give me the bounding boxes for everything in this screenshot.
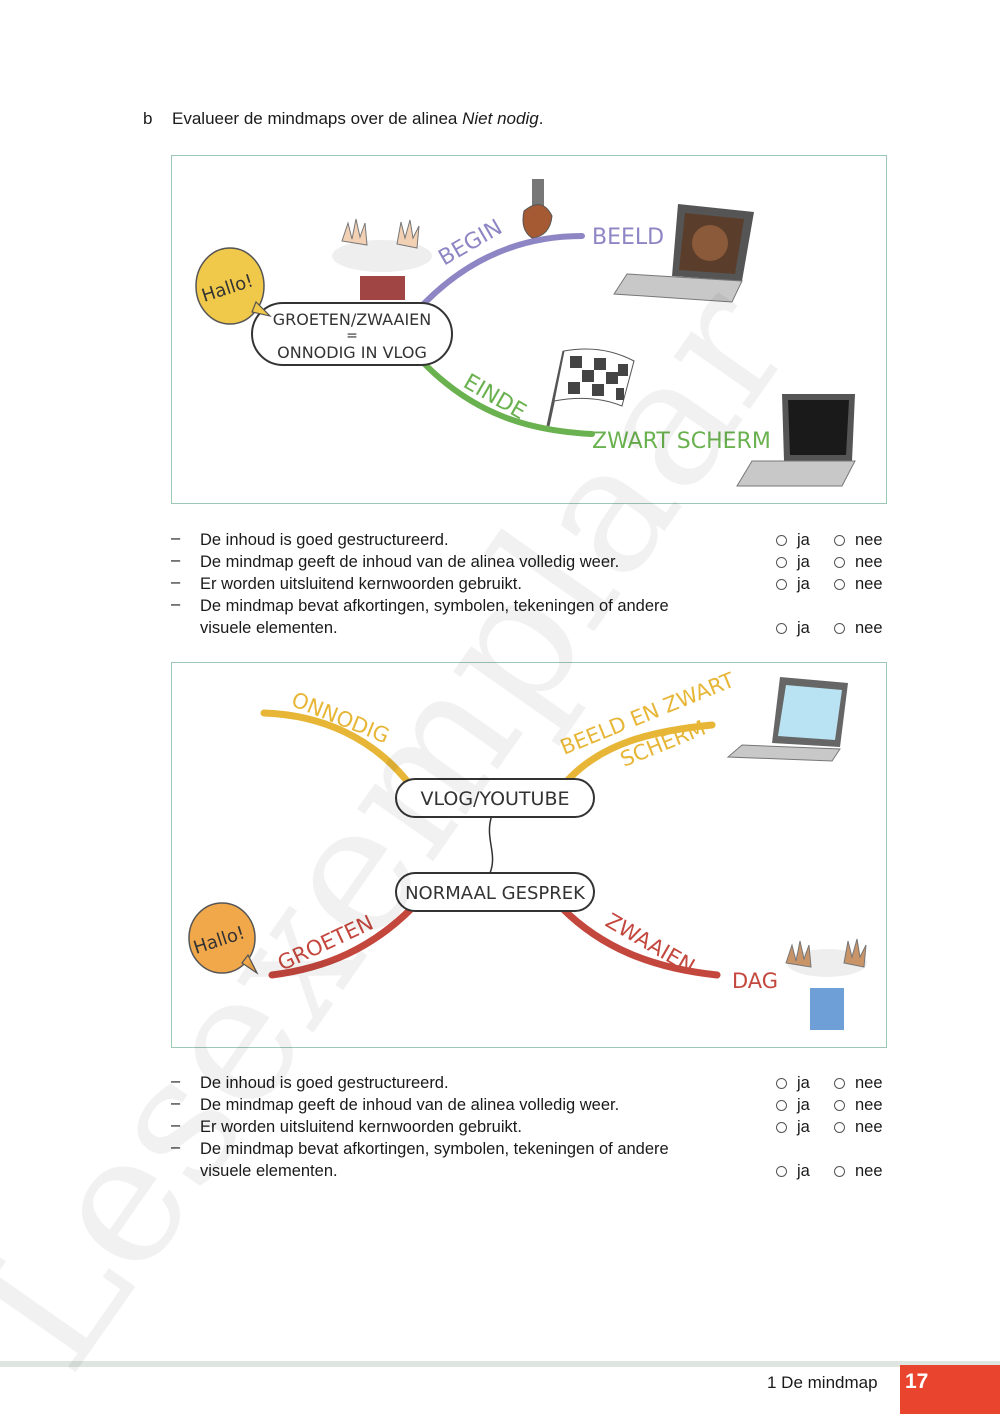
statement: De mindmap bevat afkortingen, symbolen, … bbox=[200, 1140, 669, 1180]
radio-button-icon[interactable] bbox=[776, 556, 787, 568]
option-ja[interactable]: ja bbox=[776, 617, 810, 639]
statement: De mindmap bevat afkortingen, symbolen, … bbox=[200, 597, 669, 637]
laptop-icon bbox=[726, 677, 848, 762]
checklist-row: – De inhoud is goed gestructureerd. ja n… bbox=[171, 529, 883, 551]
speech-bubble-icon: Hallo! bbox=[188, 902, 259, 975]
checklist-2: – De inhoud is goed gestructureerd. ja n… bbox=[171, 1072, 887, 1182]
checklist-row: – De inhoud is goed gestructureerd. ja n… bbox=[171, 1072, 883, 1094]
checklist-row: – De mindmap geeft de inhoud van de alin… bbox=[171, 551, 883, 573]
radio-button-icon[interactable] bbox=[776, 1121, 787, 1133]
question-text: Evalueer de mindmaps over de alinea Niet… bbox=[172, 109, 544, 128]
radio-button-icon[interactable] bbox=[776, 1165, 787, 1177]
option-nee[interactable]: nee bbox=[834, 529, 883, 551]
node-gesprek-label: NORMAAL GESPREK bbox=[405, 883, 586, 904]
branch-einde bbox=[414, 353, 595, 437]
radio-button-icon[interactable] bbox=[776, 1077, 787, 1089]
radio-button-icon[interactable] bbox=[776, 534, 787, 546]
question-label: b bbox=[143, 109, 153, 128]
radio-button-icon[interactable] bbox=[776, 622, 787, 634]
center-line2: ONNODIG IN VLOG bbox=[277, 343, 427, 362]
checklist-1: – De inhoud is goed gestructureerd. ja n… bbox=[171, 529, 887, 639]
node-vlog bbox=[395, 778, 595, 818]
speech-bubble-icon: Hallo! bbox=[195, 247, 272, 325]
radio-button-icon[interactable] bbox=[834, 622, 845, 634]
option-ja[interactable]: ja bbox=[776, 573, 810, 595]
branch-begin bbox=[414, 233, 585, 314]
option-nee[interactable]: nee bbox=[834, 573, 883, 595]
branch-groeten bbox=[268, 904, 416, 979]
branch-dag-label: DAG bbox=[732, 969, 778, 993]
waving-hands-icon bbox=[785, 938, 867, 1030]
checklist-row: – De mindmap bevat afkortingen, symbolen… bbox=[171, 595, 883, 639]
radio-button-icon[interactable] bbox=[834, 534, 845, 546]
option-nee[interactable]: nee bbox=[834, 1160, 883, 1182]
option-nee[interactable]: nee bbox=[834, 551, 883, 573]
option-nee[interactable]: nee bbox=[834, 1072, 883, 1094]
option-ja[interactable]: ja bbox=[776, 551, 810, 573]
center-node bbox=[251, 302, 453, 366]
checkered-flag-icon bbox=[546, 348, 635, 427]
radio-button-icon[interactable] bbox=[834, 556, 845, 568]
center-line1: GROETEN/ZWAAIEN bbox=[273, 310, 432, 329]
statement: De mindmap geeft de inhoud van de alinea… bbox=[200, 553, 620, 571]
option-nee[interactable]: nee bbox=[834, 617, 883, 639]
laptop-black-screen-icon bbox=[736, 394, 856, 487]
branch-onnodig bbox=[260, 709, 411, 785]
radio-button-icon[interactable] bbox=[834, 578, 845, 590]
statement: Er worden uitsluitend kernwoorden gebrui… bbox=[200, 1118, 522, 1136]
checklist-row: – De mindmap geeft de inhoud van de alin… bbox=[171, 1094, 883, 1116]
footer-rule bbox=[0, 1361, 1000, 1367]
branch-zwart-label: ZWART SCHERM bbox=[592, 429, 771, 454]
option-ja[interactable]: ja bbox=[776, 1072, 810, 1094]
checklist-row: – De mindmap bevat afkortingen, symbolen… bbox=[171, 1138, 883, 1182]
center-eq: = bbox=[346, 328, 358, 344]
option-ja[interactable]: ja bbox=[776, 1160, 810, 1182]
waving-hands-icon bbox=[332, 218, 432, 300]
statement: De inhoud is goed gestructureerd. bbox=[200, 1074, 449, 1092]
radio-button-icon[interactable] bbox=[834, 1099, 845, 1111]
starting-pistol-icon bbox=[522, 179, 553, 239]
radio-button-icon[interactable] bbox=[776, 1099, 787, 1111]
node-vlog-label: VLOG/YOUTUBE bbox=[421, 788, 570, 810]
statement: De mindmap geeft de inhoud van de alinea… bbox=[200, 1096, 620, 1114]
option-ja[interactable]: ja bbox=[776, 1094, 810, 1116]
checklist-row: – Er worden uitsluitend kernwoorden gebr… bbox=[171, 573, 883, 595]
radio-button-icon[interactable] bbox=[776, 578, 787, 590]
branch-begin-label: BEGIN bbox=[435, 215, 507, 271]
branch-beeld-label: BEELD bbox=[592, 225, 664, 250]
option-nee[interactable]: nee bbox=[834, 1094, 883, 1116]
statement: De inhoud is goed gestructureerd. bbox=[200, 531, 449, 549]
checklist-row: – Er worden uitsluitend kernwoorden gebr… bbox=[171, 1116, 883, 1138]
option-ja[interactable]: ja bbox=[776, 529, 810, 551]
page-number-badge: 17 bbox=[900, 1365, 1000, 1414]
chapter-title: 1 De mindmap bbox=[767, 1373, 878, 1392]
branch-einde-label: EINDE bbox=[459, 370, 530, 425]
option-ja[interactable]: ja bbox=[776, 1116, 810, 1138]
branch-beeld bbox=[563, 721, 716, 785]
page-number: 17 bbox=[905, 1370, 929, 1393]
statement: Er worden uitsluitend kernwoorden gebrui… bbox=[200, 575, 522, 593]
option-nee[interactable]: nee bbox=[834, 1116, 883, 1138]
node-gesprek bbox=[395, 872, 595, 912]
laptop-face-icon bbox=[613, 204, 754, 303]
radio-button-icon[interactable] bbox=[834, 1165, 845, 1177]
radio-button-icon[interactable] bbox=[834, 1077, 845, 1089]
mindmap-1: GROETEN/ZWAAIEN = ONNODIG IN VLOG Hallo!… bbox=[171, 155, 887, 504]
branch-zwaaien bbox=[558, 904, 721, 979]
mindmap-2: VLOG/YOUTUBE NORMAAL GESPREK ONNODIG BEE… bbox=[171, 662, 887, 1048]
radio-button-icon[interactable] bbox=[834, 1121, 845, 1133]
